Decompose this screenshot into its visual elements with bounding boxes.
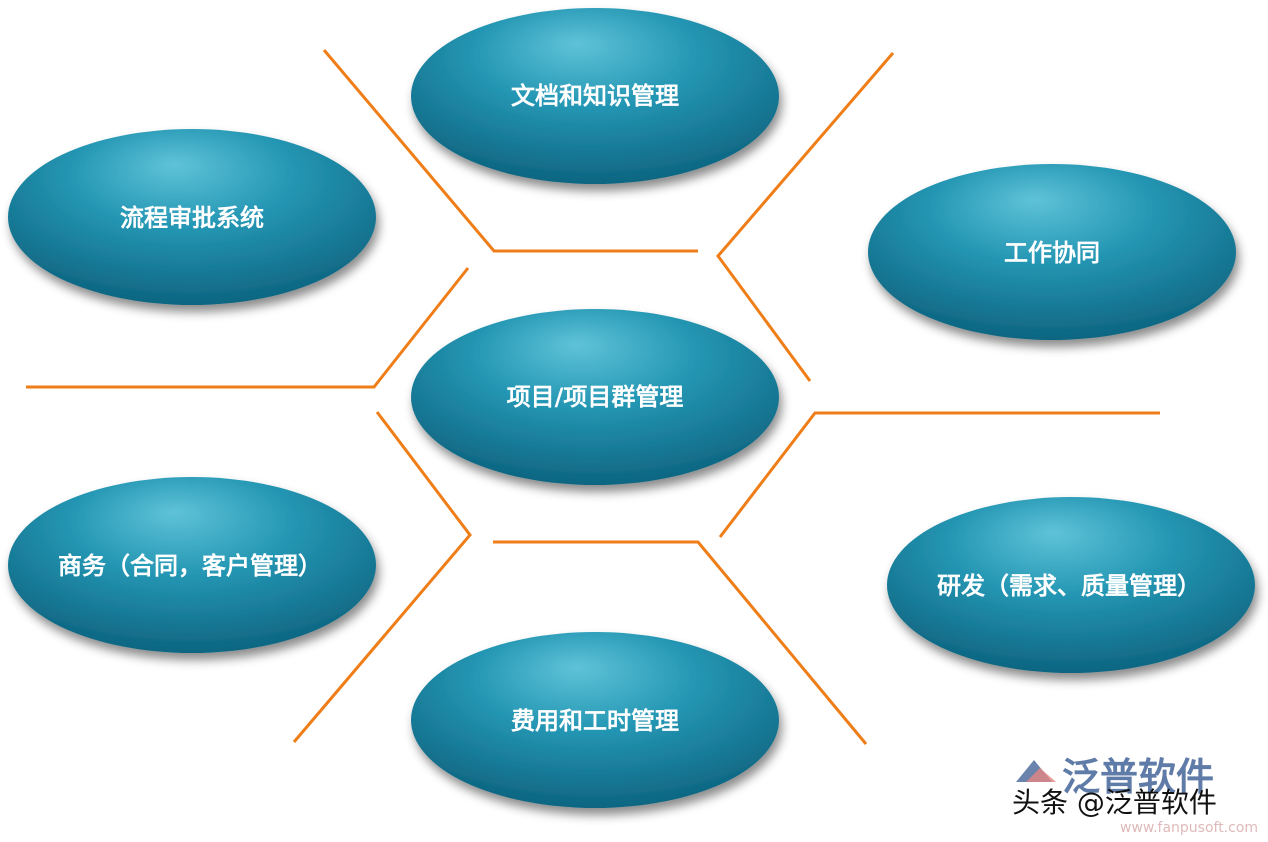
node-bottom-ellipse — [411, 632, 779, 808]
connector-top-left — [322, 49, 698, 253]
node-lower-left-label: 商务（合同，客户管理） — [58, 552, 322, 580]
node-center-ellipse — [411, 309, 779, 485]
watermark-url: www.fanpusoft.com — [1120, 820, 1258, 836]
node-lower-right-ellipse — [887, 497, 1255, 673]
connector-top-right — [716, 52, 895, 382]
node-upper-right: 工作协同 — [868, 164, 1236, 340]
watermark-logo-text: 泛普软件 — [1062, 755, 1214, 799]
connector-lines — [26, 49, 1160, 745]
node-upper-right-label: 工作协同 — [1004, 239, 1100, 267]
watermark-caption: 头条 @泛普软件 — [1012, 786, 1217, 819]
node-bottom-label: 费用和工时管理 — [511, 707, 679, 735]
node-lower-left: 商务（合同，客户管理） — [8, 477, 376, 653]
node-top-ellipse — [411, 8, 779, 184]
watermark-logo-icon — [1016, 760, 1056, 782]
node-center: 项目/项目群管理 — [411, 309, 779, 485]
node-upper-left-label: 流程审批系统 — [120, 204, 264, 232]
connector-bottom-left — [292, 411, 472, 743]
node-lower-right-label: 研发（需求、质量管理） — [937, 572, 1201, 600]
node-lower-right: 研发（需求、质量管理） — [887, 497, 1255, 673]
node-lower-left-ellipse — [8, 477, 376, 653]
connector-bottom-right — [493, 540, 868, 745]
node-bottom: 费用和工时管理 — [411, 632, 779, 808]
node-top: 文档和知识管理 — [411, 8, 779, 184]
node-upper-right-ellipse — [868, 164, 1236, 340]
connector-mid-left — [26, 267, 470, 389]
node-top-label: 文档和知识管理 — [511, 82, 679, 110]
watermark: 泛普软件 www.fanpusoft.com 头条 @泛普软件 — [1012, 755, 1258, 836]
node-upper-left-ellipse — [8, 129, 376, 305]
node-center-label: 项目/项目群管理 — [507, 383, 684, 411]
connector-mid-right — [718, 411, 1160, 538]
node-upper-left: 流程审批系统 — [8, 129, 376, 305]
